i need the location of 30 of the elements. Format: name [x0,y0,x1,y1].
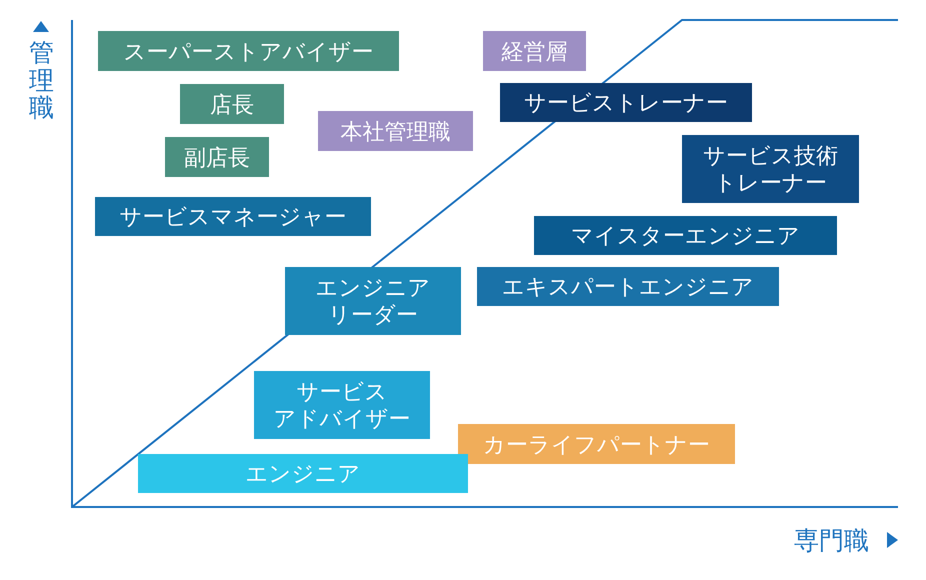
role-label: エンジニア [246,460,360,487]
role-box [318,111,473,151]
role-label: 経営層 [502,38,568,64]
role-label: サービス技術トレーナー [703,142,838,196]
role-box [95,197,371,236]
role-box [534,216,837,255]
role-label: 店長 [210,90,254,118]
role-box [483,31,586,71]
role-label: 本社管理職 [340,118,450,144]
role-label: サービスアドバイザー [274,378,410,432]
role-label: カーライフパートナー [483,430,710,458]
role-label: サービストレーナー [524,89,728,116]
role-box [138,454,468,493]
role-label: マイスターエンジニア [571,222,800,249]
axis-label: 専門職 [794,526,869,556]
role-box [254,371,430,439]
role-box [458,424,735,464]
role-box [165,137,269,177]
role-box [285,267,461,335]
role-box [500,83,752,122]
role-box [98,31,399,71]
role-box [477,267,779,306]
role-label: サービスマネージャー [120,203,346,230]
role-box [180,84,284,124]
role-box [682,135,859,203]
role-label: エンジニアリーダー [316,274,430,328]
role-label: エキスパートエンジニア [502,273,754,300]
role-label: スーパーストアバイザー [124,38,374,64]
role-label: 副店長 [184,144,250,170]
axis-label: 管理職 [29,40,54,122]
